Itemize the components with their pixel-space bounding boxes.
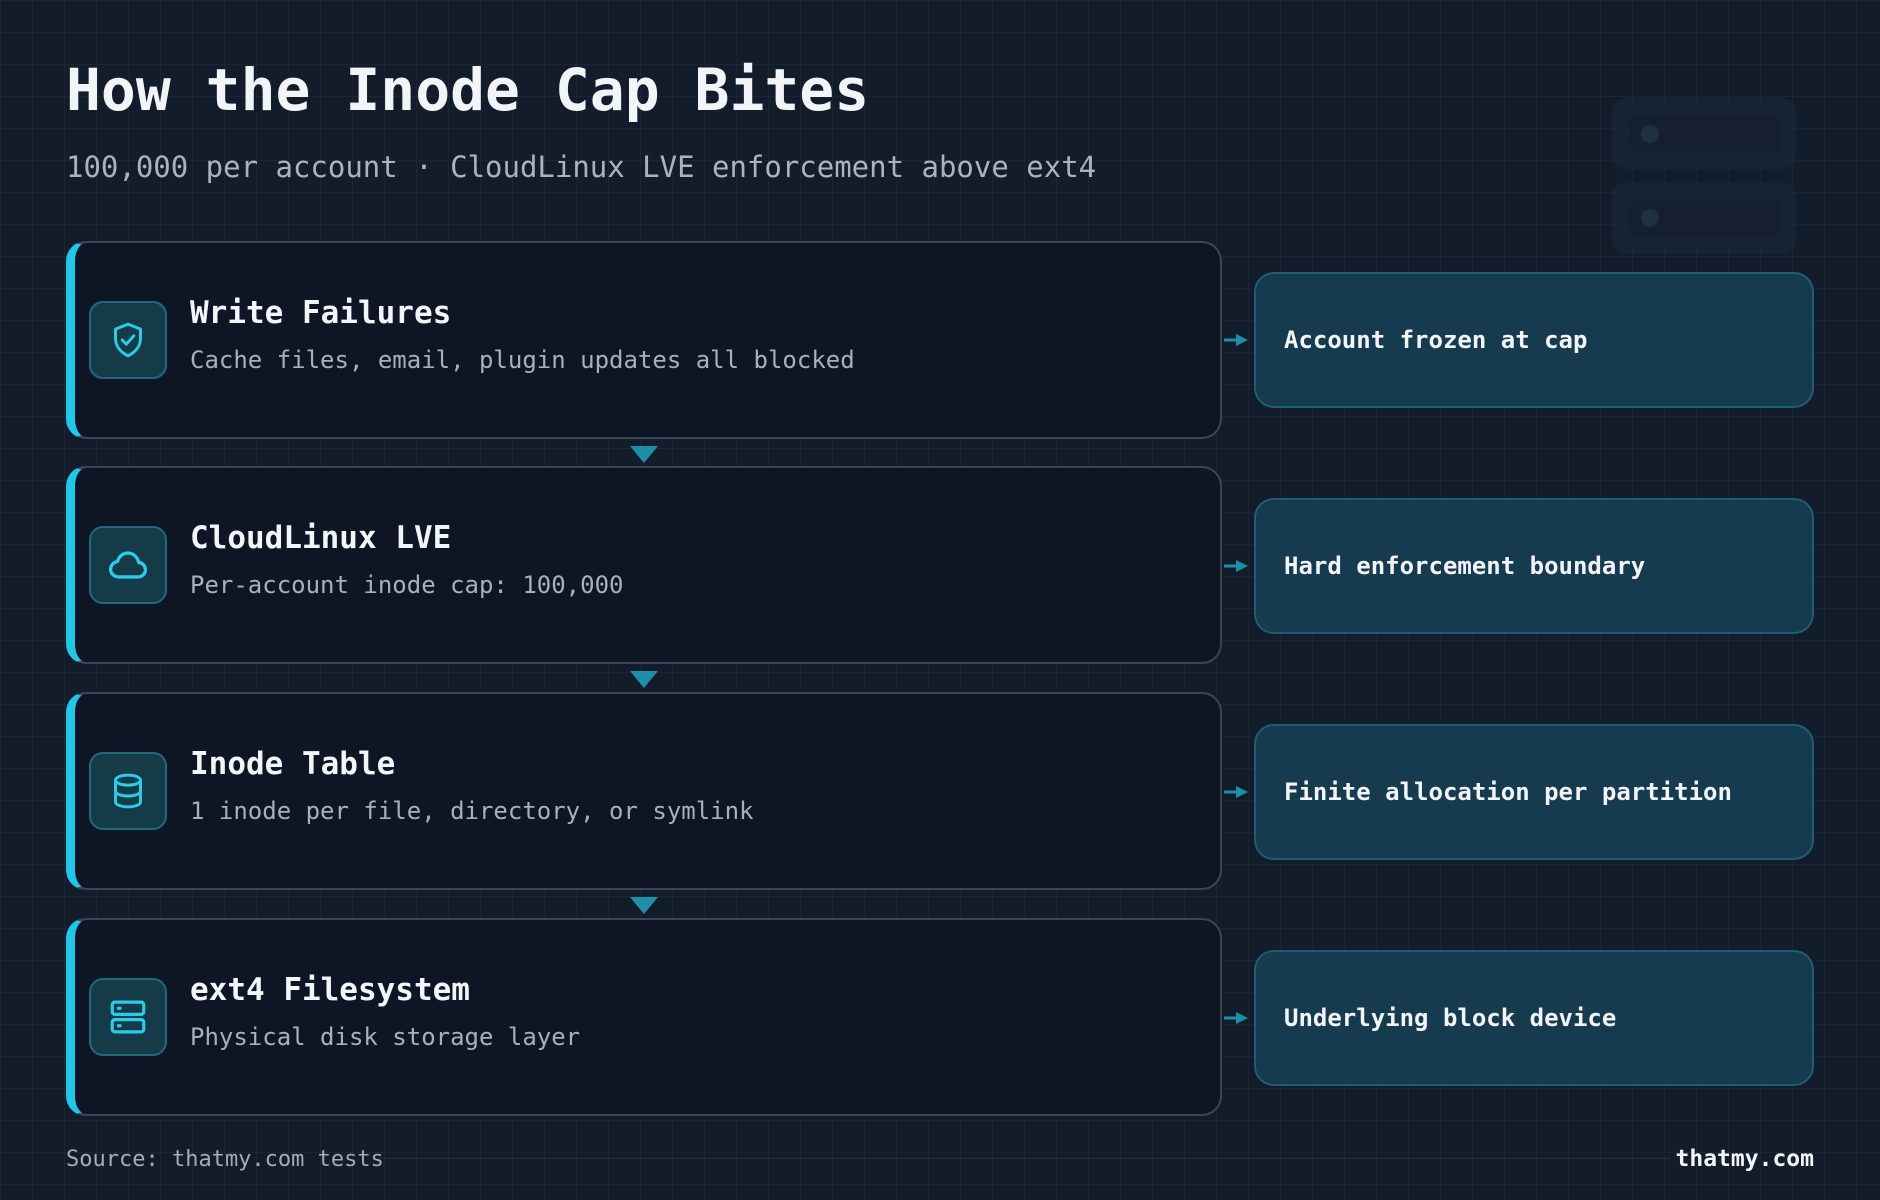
layer-description: Cache files, email, plugin updates all b…	[190, 346, 855, 374]
connector-arrow-icon	[1224, 334, 1248, 346]
brand-label: thatmy.com	[1675, 1146, 1814, 1172]
layer-title: Inode Table	[190, 746, 396, 782]
layer-title: CloudLinux LVE	[190, 520, 452, 556]
connector-arrow-icon	[1224, 560, 1248, 572]
server-icon	[89, 978, 167, 1056]
layer-card-inode-table: Inode Table 1 inode per file, directory,…	[66, 692, 1222, 890]
down-arrow-icon	[630, 897, 658, 914]
footer-divider	[380, 1158, 1670, 1159]
layer-note: Underlying block device	[1254, 950, 1814, 1086]
cloud-icon	[89, 526, 167, 604]
layer-description: Per-account inode cap: 100,000	[190, 571, 624, 599]
down-arrow-icon	[630, 446, 658, 463]
layer-card-ext4-filesystem: ext4 Filesystem Physical disk storage la…	[66, 918, 1222, 1116]
shield-check-icon	[89, 301, 167, 379]
down-arrow-icon	[630, 671, 658, 688]
layer-note: Finite allocation per partition	[1254, 724, 1814, 860]
page-title: How the Inode Cap Bites	[66, 56, 870, 124]
layer-note: Hard enforcement boundary	[1254, 498, 1814, 634]
server-watermark-icon	[1610, 96, 1800, 264]
layer-description: 1 inode per file, directory, or symlink	[190, 797, 754, 825]
source-note: Source: thatmy.com tests	[66, 1147, 384, 1172]
connector-arrow-icon	[1224, 786, 1248, 798]
layer-card-write-failures: Write Failures Cache files, email, plugi…	[66, 241, 1222, 439]
layer-note: Account frozen at cap	[1254, 272, 1814, 408]
layer-title: ext4 Filesystem	[190, 972, 470, 1008]
database-icon	[89, 752, 167, 830]
layer-title: Write Failures	[190, 295, 452, 331]
layer-description: Physical disk storage layer	[190, 1023, 581, 1051]
page-subtitle: 100,000 per account · CloudLinux LVE enf…	[66, 150, 1097, 184]
layer-card-cloudlinux-lve: CloudLinux LVE Per-account inode cap: 10…	[66, 466, 1222, 664]
connector-arrow-icon	[1224, 1012, 1248, 1024]
